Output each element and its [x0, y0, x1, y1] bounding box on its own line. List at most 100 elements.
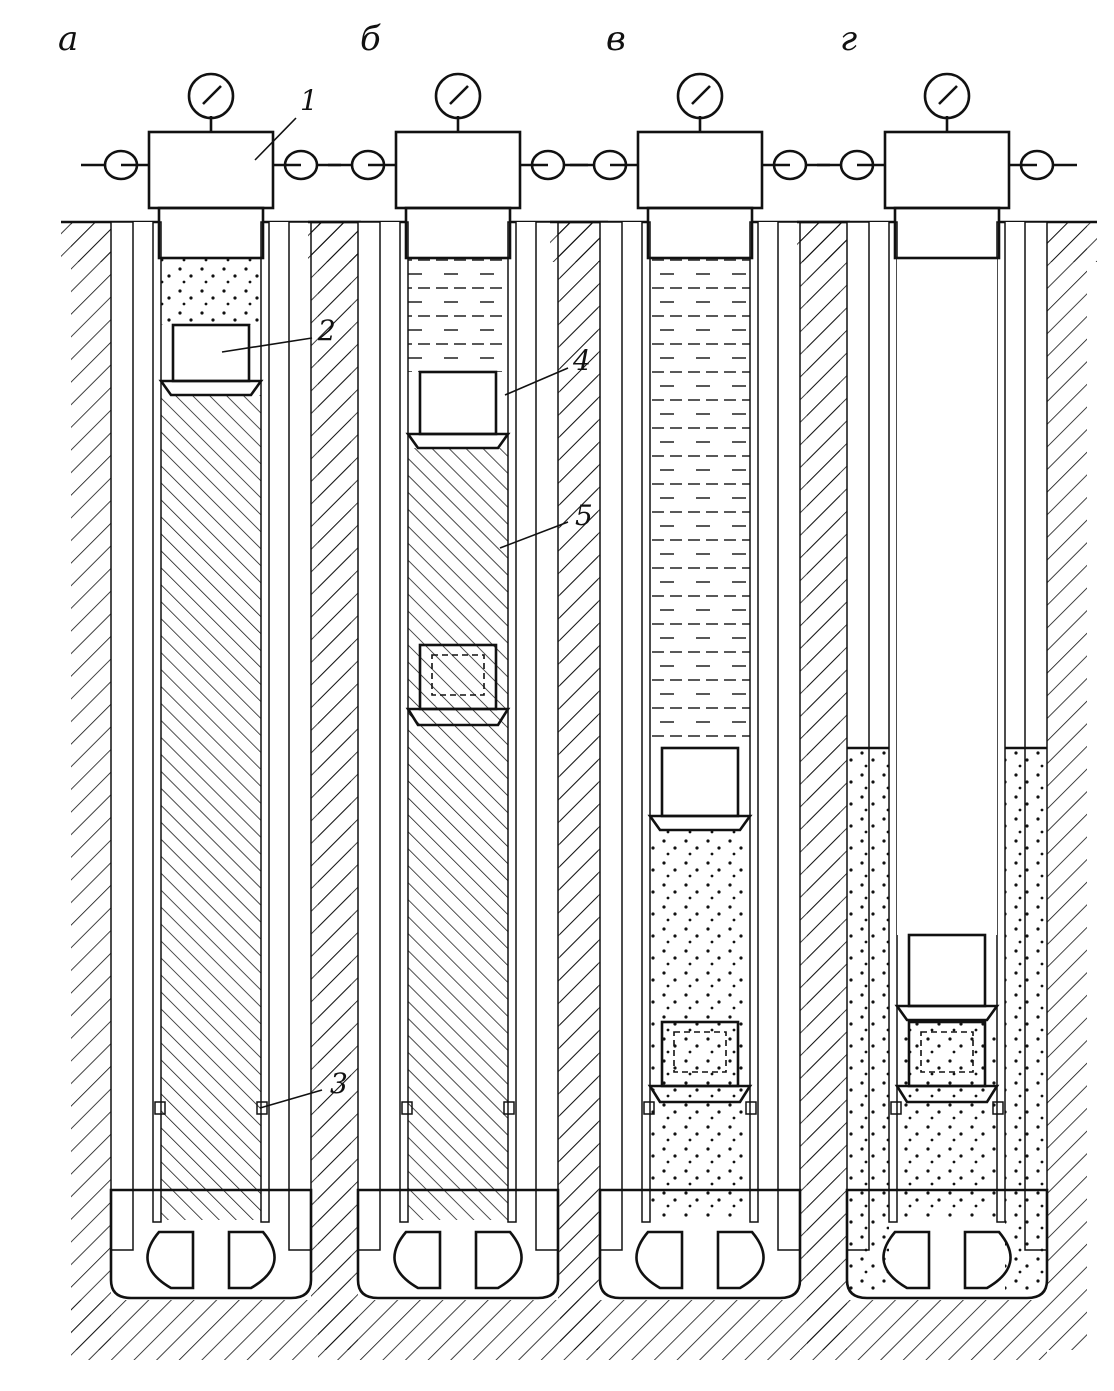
annulus-left	[600, 222, 642, 1290]
stop-ring-right	[503, 1101, 515, 1115]
stop-ring-left	[401, 1101, 413, 1115]
formation-left	[807, 222, 847, 1350]
callout-leader-4	[504, 367, 569, 396]
callout-leader-3	[259, 1089, 323, 1109]
bit-cone-left	[635, 1230, 684, 1290]
conductor-wall-right	[777, 221, 801, 1251]
panel-letter-4: г	[840, 19, 857, 59]
panel-3	[550, 72, 850, 1360]
plug-membrane	[920, 1031, 974, 1073]
panel-letter-3: в	[606, 19, 626, 59]
conductor-wall-right	[288, 221, 312, 1251]
callout-label-2: 2	[317, 314, 336, 347]
callout-label-3: 3	[330, 1067, 348, 1100]
casing-wall-left	[641, 221, 651, 1223]
conductor-wall-left	[599, 221, 623, 1251]
casing-upper-fill	[650, 258, 750, 748]
bit-cone-right	[716, 1230, 765, 1290]
bit-cone-left	[146, 1230, 195, 1290]
casing-wall-right	[749, 221, 759, 1223]
well-bottom	[598, 1188, 802, 1300]
annulus-cement-right	[1005, 748, 1047, 1290]
well-bottom	[356, 1188, 560, 1300]
gauge-needle	[202, 85, 222, 105]
casing-upper-fill	[897, 258, 997, 935]
bit-cone-right	[227, 1230, 276, 1290]
casing-upper-fill	[408, 258, 508, 372]
casing-wall-left	[399, 221, 409, 1223]
panel-letter-1: а	[58, 19, 78, 59]
plug-base-lower	[647, 1084, 753, 1104]
callout-leader-2	[221, 337, 313, 353]
conductor-wall-right	[1024, 221, 1048, 1251]
cementing-head	[147, 130, 275, 210]
gauge-needle	[449, 85, 469, 105]
callout-leader-1	[254, 117, 297, 161]
plug-membrane	[673, 1031, 727, 1073]
formation-left	[318, 222, 358, 1350]
casing-lower-fill	[897, 1020, 997, 1220]
plug-base-upper	[158, 379, 264, 397]
conductor-wall-right	[535, 221, 559, 1251]
formation-left	[560, 222, 600, 1350]
casing-upper-fill	[161, 258, 261, 325]
stop-ring-right	[992, 1101, 1004, 1115]
cementing-plug-upper	[660, 746, 740, 818]
well-bottom	[109, 1188, 313, 1300]
panel-1	[61, 72, 361, 1360]
formation-bottom	[807, 1300, 1047, 1360]
stop-ring-left	[643, 1101, 655, 1115]
casing-lower-fill	[161, 395, 261, 1220]
plug-base-lower	[405, 707, 511, 727]
panel-letter-2: б	[360, 19, 381, 59]
formation-bottom	[560, 1300, 800, 1360]
plug-base-upper	[405, 432, 511, 450]
cementing-head	[883, 130, 1011, 210]
casing-wall-right	[260, 221, 270, 1223]
cementing-plug-upper	[171, 323, 251, 383]
annulus-left	[358, 222, 400, 1290]
casing-wall-right	[507, 221, 517, 1223]
formation-bottom	[71, 1300, 311, 1360]
annulus-left	[111, 222, 153, 1290]
pressure-gauge-icon	[676, 72, 724, 120]
pressure-gauge-icon	[434, 72, 482, 120]
head-neck	[893, 206, 1001, 260]
conductor-wall-left	[110, 221, 134, 1251]
annulus-right	[758, 222, 800, 1290]
pressure-gauge-icon	[923, 72, 971, 120]
conductor-wall-left	[846, 221, 870, 1251]
casing-wall-right	[996, 221, 1006, 1223]
bit-cone-left	[393, 1230, 442, 1290]
well-bottom	[845, 1188, 1049, 1300]
head-neck	[157, 206, 265, 260]
panel-4	[797, 72, 1097, 1360]
casing-wall-left	[888, 221, 898, 1223]
plug-base-upper	[894, 1004, 1000, 1022]
cementing-head	[394, 130, 522, 210]
annulus-right	[516, 222, 558, 1290]
bit-cone-right	[963, 1230, 1012, 1290]
casing-lower-fill	[408, 448, 508, 1220]
casing-lower-fill	[650, 830, 750, 1220]
annulus-cement-left	[847, 748, 889, 1290]
bit-cone-left	[882, 1230, 931, 1290]
annulus-right	[269, 222, 311, 1290]
formation-left	[71, 222, 111, 1350]
callout-label-1: 1	[300, 84, 318, 117]
head-neck	[404, 206, 512, 260]
conductor-wall-left	[357, 221, 381, 1251]
stop-ring-right	[256, 1101, 268, 1115]
gauge-needle	[938, 85, 958, 105]
head-neck	[646, 206, 754, 260]
plug-base-upper	[647, 814, 753, 832]
formation-bottom	[318, 1300, 558, 1360]
bit-cone-right	[474, 1230, 523, 1290]
cementing-plug-upper	[907, 933, 987, 1008]
callout-label-5: 5	[575, 499, 593, 532]
callout-label-4: 4	[572, 344, 591, 377]
formation-right	[1047, 222, 1087, 1350]
stop-ring-left	[890, 1101, 902, 1115]
pressure-gauge-icon	[187, 72, 235, 120]
plug-membrane	[431, 654, 485, 696]
